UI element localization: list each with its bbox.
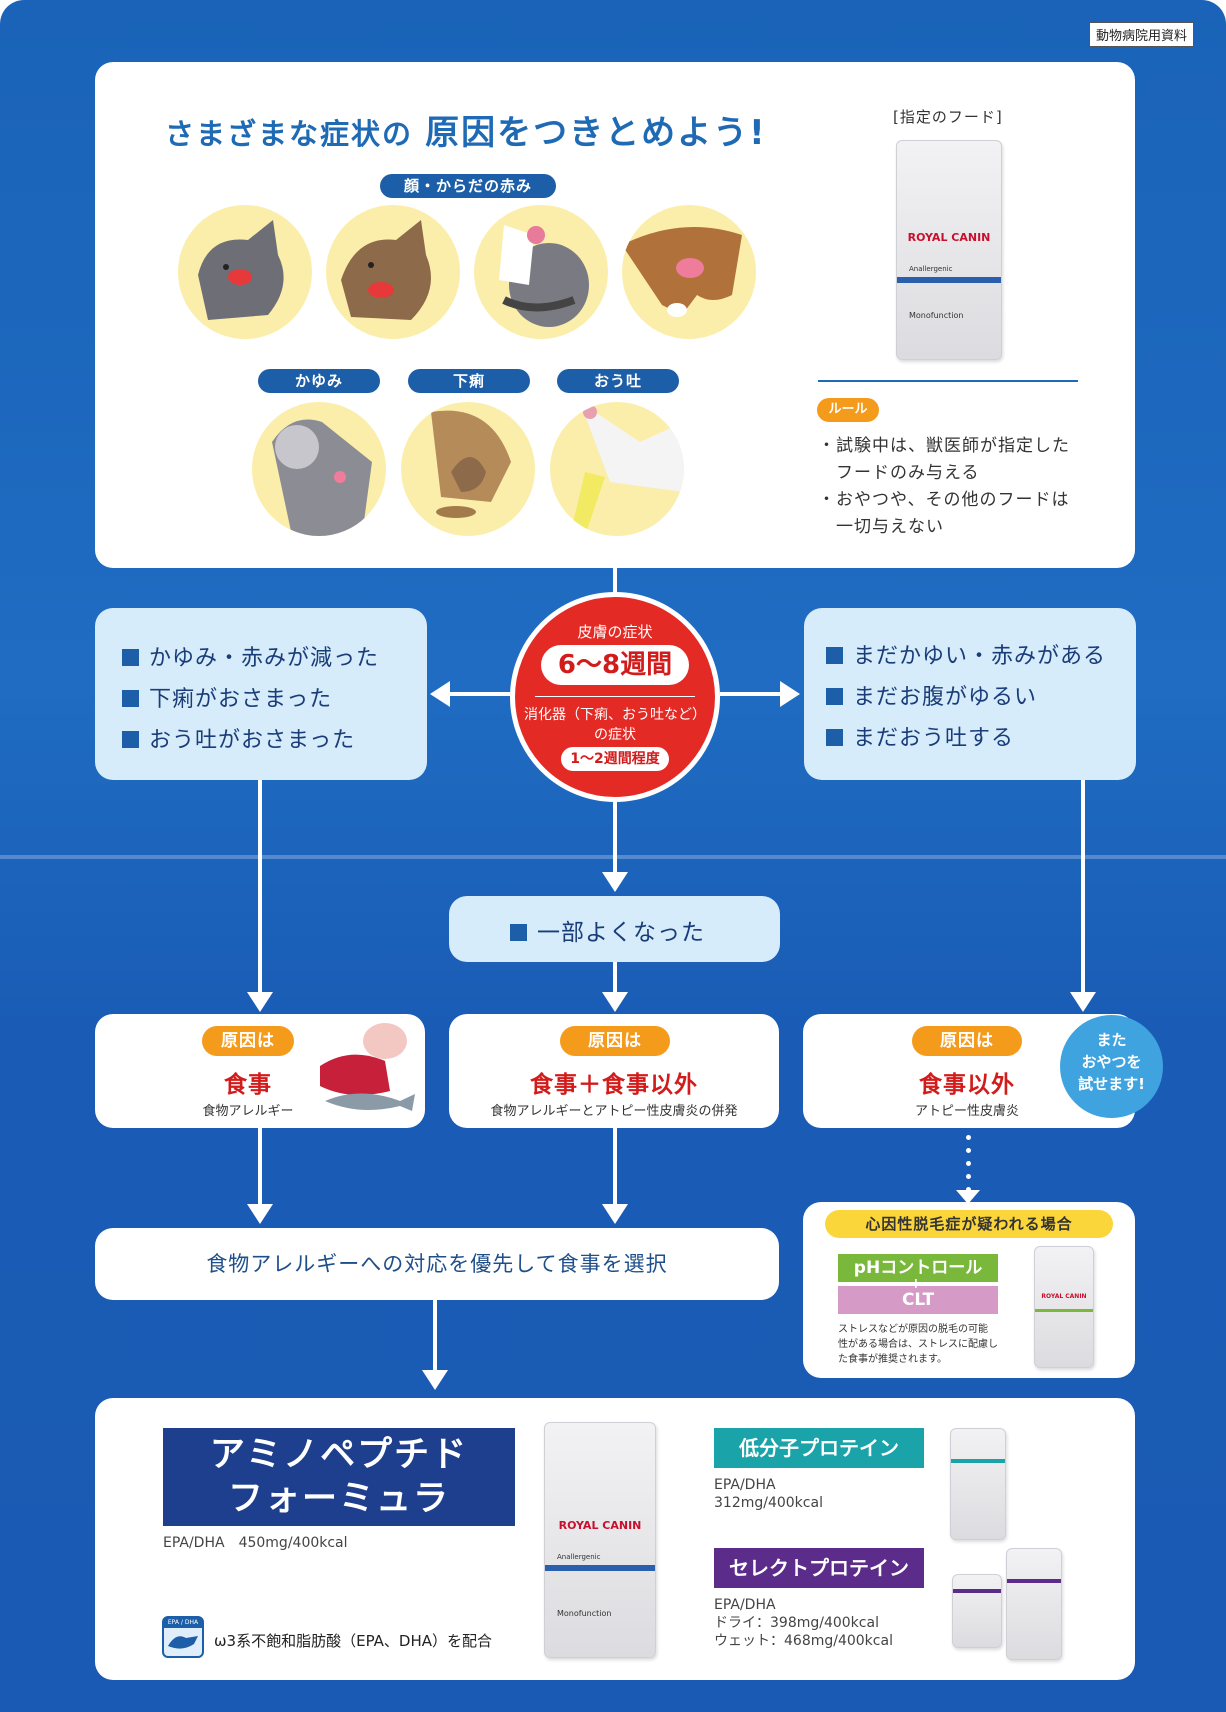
rule-line: フードのみ与える — [818, 463, 980, 483]
select-protein-title: セレクトプロテイン — [714, 1548, 924, 1588]
vomit-illustration — [550, 402, 684, 536]
arrow-down-icon — [602, 1204, 628, 1224]
label-redness: 顔・からだの赤み — [380, 174, 556, 198]
rule-pill: ルール — [817, 398, 879, 422]
arrow-right-icon — [780, 681, 800, 707]
dot — [966, 1148, 971, 1153]
arrow-down-icon — [247, 992, 273, 1012]
rule-line: ・おやつや、その他のフードは — [818, 490, 1070, 510]
choose-card — [95, 1228, 779, 1300]
omega-text: ω3系不飽和脂肪酸（EPA、DHA）を配合 — [214, 1632, 493, 1650]
clt-label: CLT — [838, 1286, 998, 1314]
amino-title-box: アミノペプチドフォーミュラ — [163, 1428, 515, 1526]
arrow-down-icon — [1070, 992, 1096, 1012]
label-vomit: おう吐 — [557, 369, 679, 393]
cause-tag: 原因は — [202, 1026, 294, 1056]
cat-face-redness-illustration — [178, 205, 312, 339]
arrow-down-icon — [602, 992, 628, 1012]
connector — [613, 962, 617, 992]
improved-item: 下痢がおさまった — [122, 681, 332, 713]
low-molecular-bag — [950, 1428, 1006, 1540]
skin-symptom-label: 皮膚の症状 — [577, 623, 653, 641]
period-circle: 皮膚の症状 6〜8週間 消化器（下痢、おう吐など）の症状 1〜2週間程度 — [510, 592, 720, 802]
digestive-label: 消化器（下痢、おう吐など）の症状 — [524, 707, 706, 743]
cause-sub: 食物アレルギー — [202, 1104, 294, 1119]
low-molecular-title: 低分子プロテイン — [714, 1428, 924, 1468]
cause-main: 食事以外 — [919, 1072, 1015, 1098]
cat-scratching-illustration — [252, 402, 386, 536]
dot — [966, 1174, 971, 1179]
omega-badge: EPA / DHA — [162, 1616, 204, 1658]
cause-sub: アトピー性皮膚炎 — [914, 1104, 1019, 1119]
cause-sub: 食物アレルギーとアトピー性皮膚炎の併発 — [490, 1104, 738, 1119]
cause-main: 食事 — [224, 1072, 272, 1098]
arrow-down-icon — [247, 1204, 273, 1224]
connector — [258, 1128, 262, 1208]
select-protein-bag — [1006, 1548, 1062, 1660]
connector — [258, 780, 262, 992]
amino-peptide-bag-large: ROYAL CANIN Anallergenic Monofunction — [544, 1422, 656, 1658]
cause-tag: 原因は — [560, 1026, 670, 1056]
rule-line: 一切与えない — [818, 517, 944, 537]
arrow-down-icon — [602, 872, 628, 892]
ph-control-label: pHコントロール — [838, 1254, 998, 1282]
amino-epa: EPA/DHA 450mg/400kcal — [163, 1535, 348, 1551]
dot — [966, 1187, 971, 1192]
plus-icon: + — [910, 1276, 922, 1292]
connector — [720, 692, 780, 696]
arrow-down-icon — [422, 1370, 448, 1390]
dot — [966, 1135, 971, 1140]
tag-label: 動物病院用資料 — [1088, 22, 1194, 47]
partial-text: 一部よくなった — [510, 913, 705, 947]
amino-peptide-bag: ROYAL CANIN Anallergenic Monofunction — [896, 140, 1002, 360]
choose-text: 食物アレルギーへの対応を優先して食事を選択 — [206, 1252, 668, 1276]
connector — [613, 802, 617, 872]
food-divider — [818, 380, 1078, 382]
connector — [448, 692, 510, 696]
meat-fish-icon — [320, 1023, 415, 1111]
not-improved-item: まだおう吐する — [826, 720, 1014, 752]
label-itch: かゆみ — [258, 369, 380, 393]
treats-bubble: またおやつを試せます! — [1060, 1015, 1163, 1118]
cat-leg-redness-illustration — [622, 205, 756, 339]
arrow-down-icon — [956, 1190, 980, 1204]
digestive-period: 1〜2週間程度 — [561, 747, 669, 771]
connector — [613, 1128, 617, 1208]
psych-desc: ストレスなどが原因の脱毛の可能性がある場合は、ストレスに配慮した食事が推奨されま… — [838, 1324, 998, 1365]
improved-item: おう吐がおさまった — [122, 722, 355, 754]
select-protein-wet — [952, 1574, 1002, 1648]
psych-title: 心因性脱毛症が疑われる場合 — [825, 1210, 1113, 1238]
label-diarrhea: 下痢 — [408, 369, 530, 393]
ph-control-bag: ROYAL CANIN — [1034, 1246, 1094, 1368]
not-improved-item: まだお腹がゆるい — [826, 679, 1037, 711]
dot — [966, 1161, 971, 1166]
not-improved-item: まだかゆい・赤みがある — [826, 638, 1106, 670]
connector — [1081, 780, 1085, 992]
cat-paw-licking-illustration — [474, 205, 608, 339]
connector — [613, 568, 617, 598]
rule-line: ・試験中は、獣医師が指定した — [818, 436, 1070, 456]
arrow-left-icon — [430, 681, 450, 707]
cause-main: 食事＋食事以外 — [530, 1072, 698, 1098]
cat-mouth-redness-illustration — [326, 205, 460, 339]
designated-food-label: [指定のフード] — [893, 108, 1003, 126]
symptoms-title: さまざまな症状の 原因をつきとめよう! — [165, 113, 767, 153]
cause-tag: 原因は — [912, 1026, 1022, 1056]
diarrhea-illustration — [401, 402, 535, 536]
skin-period: 6〜8週間 — [541, 645, 689, 685]
improved-item: かゆみ・赤みが減った — [122, 640, 379, 672]
connector — [433, 1300, 437, 1372]
